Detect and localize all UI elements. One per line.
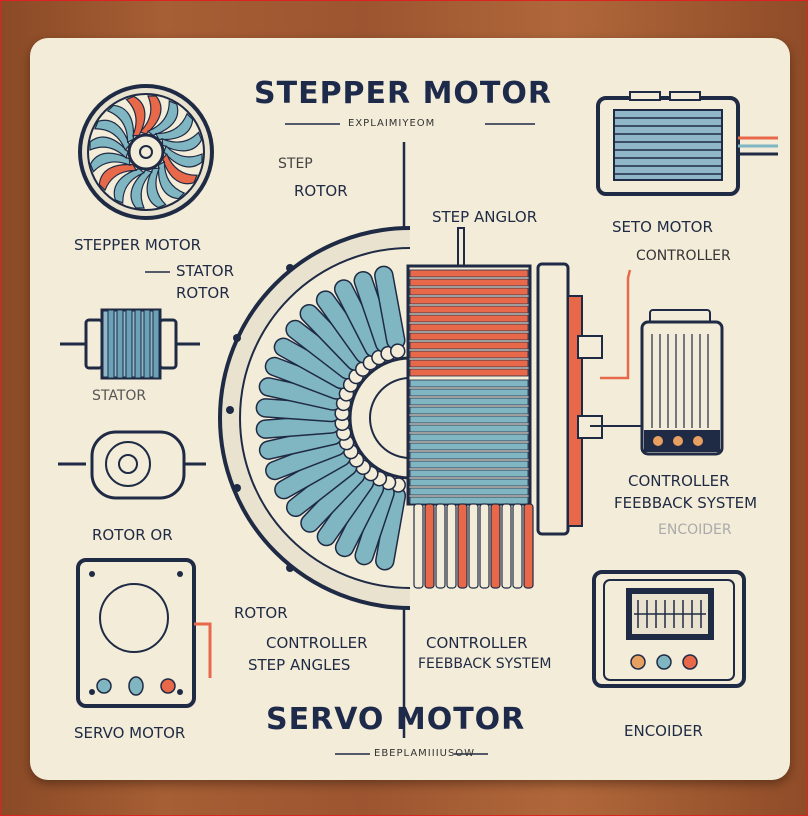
- label-rotor-bottom: ROTOR: [234, 604, 288, 622]
- servo-stator-block: [406, 227, 640, 589]
- bottom-title: SERVO MOTOR: [266, 702, 526, 737]
- label-step-angles: STEP ANGLES: [248, 656, 351, 674]
- label-rotor-left: ROTOR: [176, 284, 230, 302]
- label-encoder: ENCOIDER: [624, 722, 703, 740]
- small-rotor-icon: [58, 430, 206, 500]
- label-servo-motor: SERVO MOTOR: [74, 724, 186, 742]
- label-rotor-top: ROTOR: [294, 182, 348, 200]
- label-rotor-or: ROTOR OR: [92, 526, 173, 544]
- illustration: [58, 84, 778, 755]
- servo-motor-icon: [76, 558, 212, 708]
- top-subtitle: EXPLAIMIYEOM: [348, 118, 436, 129]
- label-controller-bl: CONTROLLER: [266, 634, 368, 652]
- diagram-card: STEPPER MOTOR EXPLAIMIYEOM STEP ROTOR ST…: [30, 38, 790, 780]
- label-controller-bc: CONTROLLER: [426, 634, 528, 652]
- label-stator: STATOR: [92, 388, 147, 404]
- label-feedback-bc: FEEBBACK SYSTEM: [418, 656, 552, 672]
- fan-rotor-icon: [78, 84, 214, 220]
- label-controller-top: CONTROLLER: [636, 248, 731, 264]
- label-step-anglor: STEP ANGLOR: [432, 208, 538, 226]
- top-title: STEPPER MOTOR: [254, 76, 552, 111]
- encoder-device-icon: [592, 570, 746, 688]
- stator-coil-icon: [60, 308, 200, 380]
- label-feedback-r: FEEBBACK SYSTEM: [614, 494, 758, 512]
- label-seto-motor: SETO MOTOR: [612, 218, 713, 236]
- label-controller-r: CONTROLLER: [628, 472, 730, 490]
- label-stepper-motor: STEPPER MOTOR: [74, 236, 202, 254]
- controller-box: [590, 309, 724, 456]
- label-encoder-faint: ENCOIDER: [658, 522, 732, 538]
- label-step: STEP: [278, 156, 313, 172]
- seto-motor-icon: [596, 91, 778, 196]
- label-stator-dash: STATOR: [176, 262, 235, 280]
- stepper-rotor-half: [218, 226, 411, 610]
- bottom-subtitle: EBEPLAMIIIUSOW: [374, 748, 476, 759]
